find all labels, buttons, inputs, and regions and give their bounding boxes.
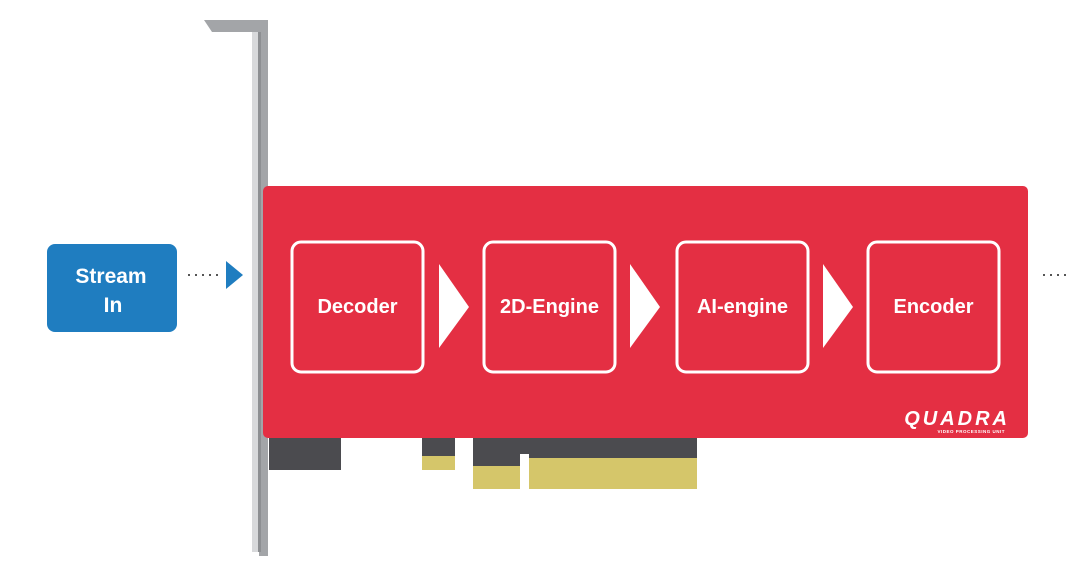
contact-pins-short [473,466,520,489]
stream-in-node: Stream In [47,244,177,332]
flow-arrow-icon [439,264,469,348]
stage-box [290,240,425,374]
connector-notch [520,454,529,489]
stream-in-label-line2: In [104,294,123,317]
mounting-bracket [204,20,268,556]
connector-block-left [269,436,341,470]
stage-ai-engine: AI-engine [675,240,810,374]
stage-label: 2D-Engine [500,296,599,318]
stage-label: AI-engine [697,296,788,318]
connector-key-dark [422,436,455,456]
flow-arrow-icon [630,264,660,348]
stage-decoder: Decoder [290,240,425,374]
stage-label: Decoder [317,296,397,318]
stage-box [675,240,810,374]
input-arrow-icon [226,261,243,289]
contact-pins-long [529,458,697,489]
logo-wordmark: QUADRA [904,408,1010,430]
stage-label: Encoder [893,296,973,318]
stream-in-label-line1: Stream [75,265,146,288]
stage-box [482,240,617,374]
logo-tagline: VIDEO PROCESSING UNIT [937,429,1005,434]
stage-box [866,240,1001,374]
stage-2d-engine: 2D-Engine [482,240,617,374]
flow-arrow-icon [823,264,853,348]
stage-encoder: Encoder [866,240,1001,374]
stream-in-box [47,244,177,332]
quadra-logo: QUADRA VIDEO PROCESSING UNIT [904,408,1010,434]
connector-key-gold [422,456,455,470]
input-connector [188,261,243,289]
edge-connector [269,436,697,489]
